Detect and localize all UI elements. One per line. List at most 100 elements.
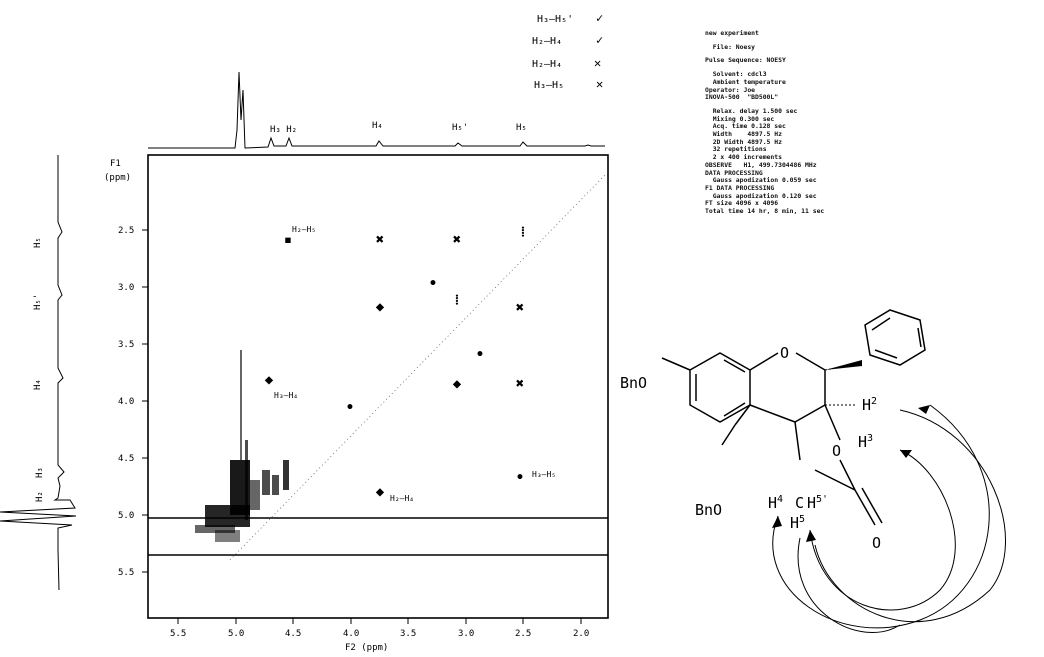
cross-label-h3h5: H₃–H₅ xyxy=(532,470,556,479)
acq-line: Relax. delay 1.500 sec xyxy=(705,106,798,115)
acq-line: Width 4897.5 Hz xyxy=(705,130,782,139)
noe-arrow xyxy=(797,537,901,633)
acq-line: new experiment xyxy=(705,29,759,37)
acq-line: Total time 14 hr, 8 min, 11 sec xyxy=(705,207,825,216)
cross-peaks: ▪ ✖ ✖ ⁞ ◆ ⁞ ✖ ◆ ◆ ✖ ◆ • • • • xyxy=(265,224,526,500)
top-peak-label-h5: H₅ xyxy=(516,123,527,133)
legend-item: H₃–H₅ xyxy=(534,80,564,91)
cross-peak: • xyxy=(476,347,484,363)
bno-top-label: BnO xyxy=(620,374,647,392)
cross-peak: • xyxy=(346,400,354,416)
left-peak-label-h4: H₄ xyxy=(33,379,43,390)
left-peak-label-h5: H₅ xyxy=(33,237,43,248)
cross-peak: ◆ xyxy=(376,299,385,315)
acq-line: INOVA-500 "BD500L" xyxy=(705,93,779,102)
left-projection-trace xyxy=(0,155,77,591)
left-peak-label-h5p: H₅' xyxy=(33,294,43,310)
x-tick-label: 2.5 xyxy=(515,629,531,639)
cross-peak: ◆ xyxy=(265,372,274,388)
cross-peak: ✖ xyxy=(376,232,384,248)
x-tick-label: 3.0 xyxy=(458,629,474,639)
y-tick-label: 3.0 xyxy=(118,283,134,293)
acquisition-parameters: new experiment File: Noesy Pulse Sequenc… xyxy=(705,29,905,216)
cross-label-h2h4: H₂–H₄ xyxy=(390,494,414,503)
h2-label: H2 xyxy=(862,396,877,414)
legend-item: H₃–H₅' xyxy=(537,14,573,25)
acq-line: 2 x 400 increments xyxy=(705,153,782,162)
cross-peak: ⁞ xyxy=(455,292,460,308)
acq-line: 2D Width 4897.5 Hz xyxy=(705,137,782,146)
ring-oxygen-label: O xyxy=(780,344,789,362)
check-icon: ✓ xyxy=(596,11,603,25)
h5p-label: H5' xyxy=(807,494,828,512)
acq-line: DATA PROCESSING xyxy=(705,168,763,177)
acq-line: Acq. time 0.128 sec xyxy=(705,122,786,131)
acq-line: Operator: Joe xyxy=(705,85,756,94)
top-projection-trace xyxy=(148,71,605,149)
x-tick-label: 4.0 xyxy=(343,629,359,639)
h3-label: H3 xyxy=(858,433,873,451)
acq-line: OBSERVE H1, 499.7304486 MHz xyxy=(705,160,817,169)
acq-line: F1 DATA PROCESSING xyxy=(705,183,775,192)
f1-axis-unit: (ppm) xyxy=(104,173,131,183)
check-icon: ✓ xyxy=(596,33,603,47)
left-peak-label-h3: H₃ xyxy=(35,467,45,478)
noe-arrow xyxy=(809,449,956,611)
y-tick-label: 2.5 xyxy=(118,226,134,236)
acq-line: 32 repetitions xyxy=(705,145,767,154)
y-tick-label: 4.5 xyxy=(118,454,134,464)
h5-label: H5 xyxy=(790,514,805,532)
legend-item: H₂–H₄ xyxy=(532,36,562,47)
cross-icon: ✕ xyxy=(596,77,603,91)
noesy-spectrum: H₃ H₂ H₄ H₅' H₅ H₅ H₅' H₄ H₃ H₂ F1 (ppm)… xyxy=(0,11,609,653)
cross-peak: • xyxy=(429,276,437,292)
cross-peak: ◆ xyxy=(453,376,462,392)
top-peak-label-h3h2: H₃ H₂ xyxy=(270,125,297,135)
lactone-oxygen-label: O xyxy=(832,442,841,460)
f1-axis-label: F1 xyxy=(110,159,121,169)
arrowhead xyxy=(918,405,930,414)
wedge-bond xyxy=(825,360,862,370)
diagonal-blob xyxy=(195,350,289,542)
cross-icon: ✕ xyxy=(594,56,601,70)
acq-line: FT size 4096 x 4096 xyxy=(705,199,779,208)
plot-frame xyxy=(147,154,609,619)
carbonyl-oxygen-label: O xyxy=(872,534,881,552)
x-tick-label: 3.5 xyxy=(400,629,416,639)
bno-bottom-label: BnO xyxy=(695,501,722,519)
y-tick-label: 5.0 xyxy=(118,511,134,521)
y-tick-label: 3.5 xyxy=(118,340,134,350)
diagonal xyxy=(229,174,606,561)
cross-peak: ✖ xyxy=(516,300,524,316)
x-tick-label: 5.5 xyxy=(170,629,186,639)
top-peak-label-h5p: H₅' xyxy=(452,123,468,133)
y-tick-label: 4.0 xyxy=(118,397,134,407)
top-peak-label-h4: H₄ xyxy=(372,121,383,131)
acq-line: Solvent: cdcl3 xyxy=(705,70,767,79)
y-axis-ticks xyxy=(142,229,148,573)
noe-legend: H₃–H₅' ✓ H₂–H₄ ✓ H₂–H₄ ✕ H₃–H₅ ✕ xyxy=(532,11,603,91)
cross-peak: ◆ xyxy=(376,484,385,500)
phenyl-ring xyxy=(864,309,926,366)
x-tick-label: 4.5 xyxy=(285,629,301,639)
arrowhead xyxy=(772,516,782,528)
h4-label: H4 xyxy=(768,494,783,512)
aromatic-ring xyxy=(689,352,751,423)
noe-arrow xyxy=(814,409,1006,623)
noe-arrow xyxy=(772,404,990,629)
y-tick-label: 5.5 xyxy=(118,568,134,578)
cross-peak: ✖ xyxy=(516,376,524,392)
cross-label-h3h4: H₃–H₄ xyxy=(274,391,298,400)
arrowhead xyxy=(900,450,912,458)
acq-line: File: Noesy xyxy=(705,42,756,51)
x-tick-label: 5.0 xyxy=(228,629,244,639)
arrowhead xyxy=(806,530,816,542)
molecule-structure: BnO BnO O O O H2 H3 H4 C H5' H5 xyxy=(620,309,1006,633)
acq-line: Ambient temperature xyxy=(705,77,786,86)
cross-peak: ▪ xyxy=(284,232,292,248)
x-tick-label: 2.0 xyxy=(573,629,589,639)
cross-peak: ⁞ xyxy=(521,224,526,240)
left-peak-label-h2: H₂ xyxy=(35,491,45,502)
cross-peak: • xyxy=(516,470,524,486)
